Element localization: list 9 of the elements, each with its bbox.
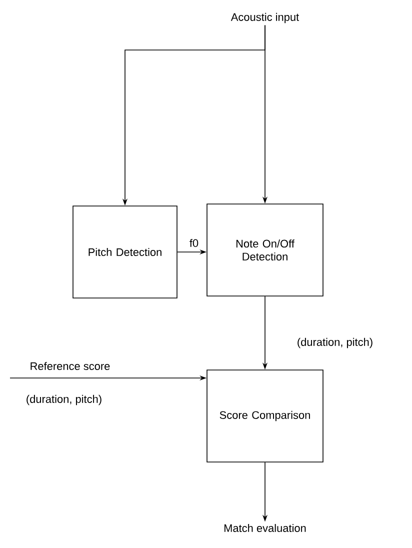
process-box: Pitch Detection	[72, 206, 178, 298]
input-label: Reference score	[30, 362, 110, 370]
output-label: Match evaluation	[224, 524, 306, 532]
process-box: Note On/Off Detection	[206, 204, 324, 296]
edge-label: (duration, pitch)	[296, 336, 374, 350]
process-box: Score Comparison	[206, 370, 324, 462]
edge-label: f0	[188, 238, 200, 248]
input-label: Acoustic input	[230, 12, 300, 24]
edge-label: (duration, pitch)	[24, 394, 104, 406]
